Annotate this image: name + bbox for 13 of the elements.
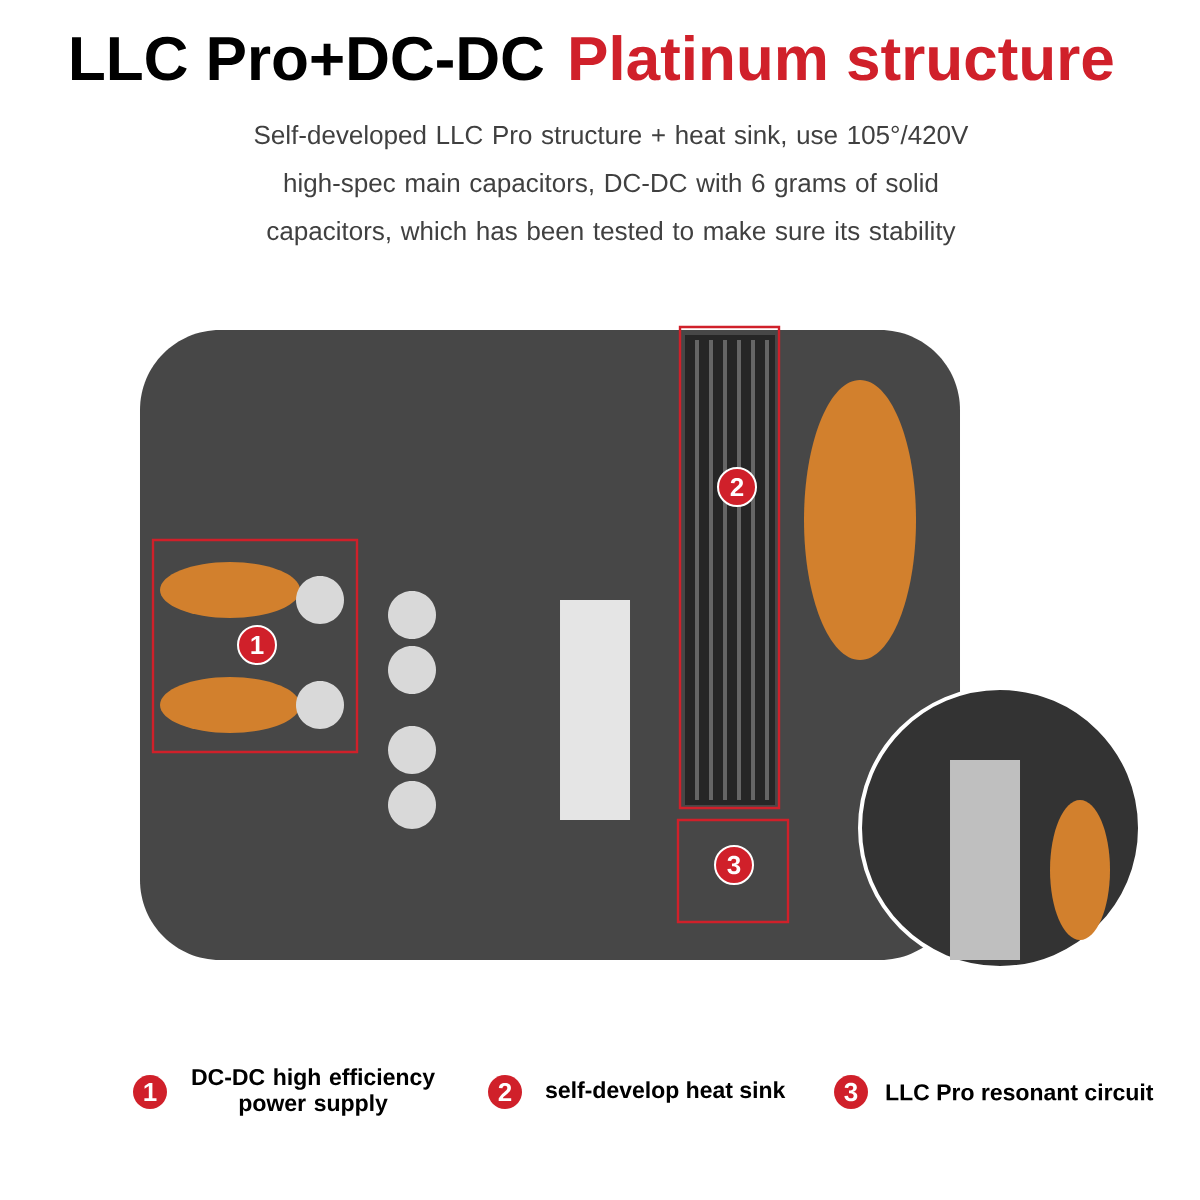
legend-text: self-develop heat sink	[545, 1081, 786, 1103]
number-badge: 1	[133, 1075, 167, 1109]
number-badge: 3	[834, 1075, 868, 1109]
callout-box: 2	[678, 325, 781, 810]
subtitle: Self-developed LLC Pro structure + heat sink, use 105°/420V high-spec main capacitors, DC-DC with 6 grams of solid capacitors, which has been tested to make sure its stability	[254, 125, 969, 246]
title: LLC Pro+DC-DC	[72, 36, 544, 81]
callout-box: 3	[676, 818, 790, 924]
number-badge: 2	[488, 1075, 522, 1109]
circuit-board-photo	[140, 330, 960, 960]
legend-text: LLC Pro resonant circuit	[886, 1083, 1154, 1101]
title: Platinum structure	[571, 35, 1113, 81]
callout-box: 1	[151, 538, 359, 754]
legend-text: DC-DC high efficiency power supply	[192, 1068, 435, 1116]
